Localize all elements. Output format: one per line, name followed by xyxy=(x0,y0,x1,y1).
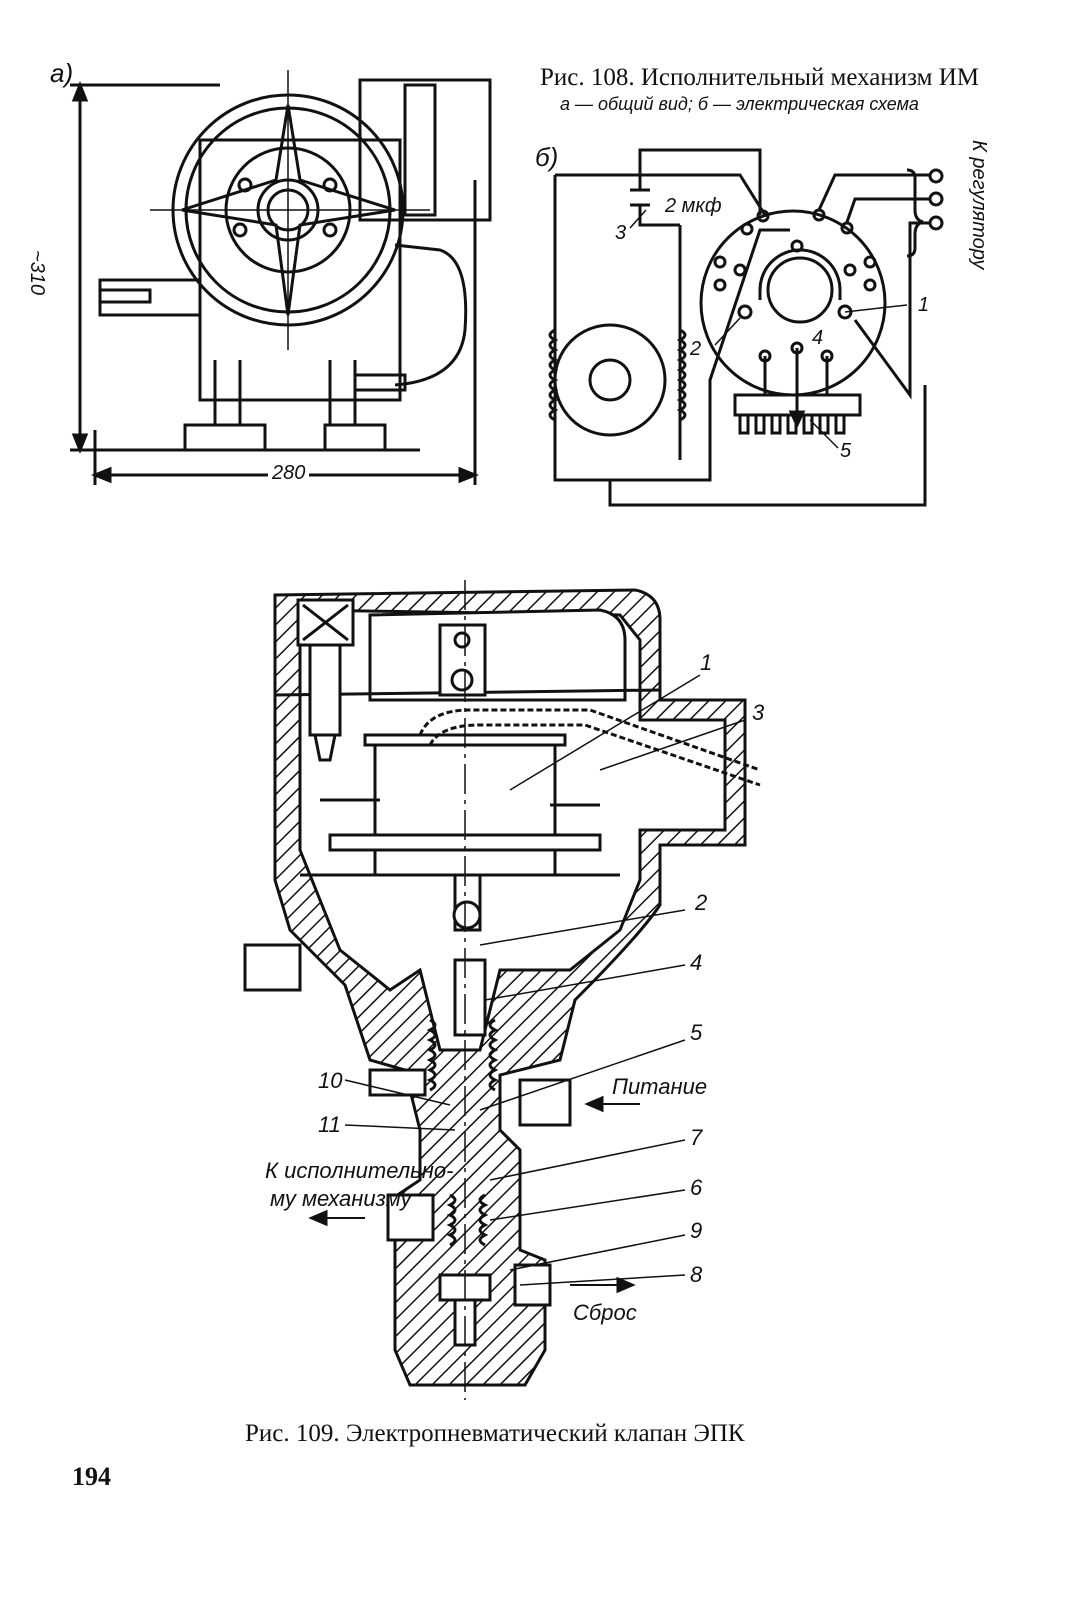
fig108-subcaption: а — общий вид; б — электрическая схема xyxy=(560,94,919,114)
to-actuator-label-line1: К исполнительно- xyxy=(265,1158,454,1183)
schematic-label-4: 4 xyxy=(812,327,824,349)
valve-label-3: 3 xyxy=(752,700,765,725)
dim-width-label: 280 xyxy=(268,462,310,485)
valve-label-7: 7 xyxy=(690,1125,703,1150)
valve-label-6: 6 xyxy=(690,1175,703,1200)
schematic-label-3: 3 xyxy=(615,222,627,244)
panel-a-label: а) xyxy=(50,58,74,88)
capacitor-label: 2 мкф xyxy=(665,195,722,217)
valve-label-10: 10 xyxy=(318,1068,343,1093)
schematic-label-5: 5 xyxy=(840,440,852,462)
fig108-caption: Рис. 108. Исполнительный механизм ИМ xyxy=(540,64,980,91)
valve-label-9: 9 xyxy=(690,1218,703,1243)
valve-label-5: 5 xyxy=(690,1020,703,1045)
fig109-caption: Рис. 109. Электропневматический клапан Э… xyxy=(245,1420,745,1447)
to-actuator-label-line2: му механизму xyxy=(270,1186,412,1211)
valve-label-11: 11 xyxy=(318,1112,341,1137)
supply-label: Питание xyxy=(612,1074,708,1099)
valve-label-2: 2 xyxy=(695,890,708,915)
page-number: 194 xyxy=(72,1462,111,1491)
schematic-label-1: 1 xyxy=(918,294,930,316)
schematic-label-2: 2 xyxy=(690,338,702,360)
exhaust-label: Сброс xyxy=(573,1300,637,1325)
valve-label-4: 4 xyxy=(690,950,703,975)
panel-b-label: б) xyxy=(535,142,559,172)
valve-label-1: 1 xyxy=(700,650,713,675)
valve-label-8: 8 xyxy=(690,1262,703,1287)
